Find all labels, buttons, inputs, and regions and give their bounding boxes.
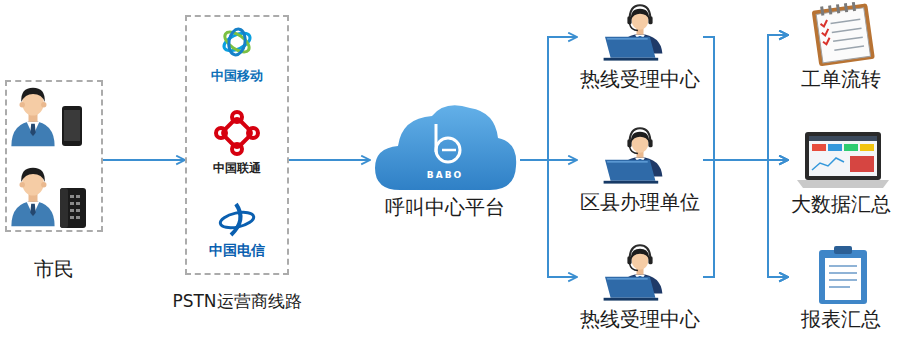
node-label: 报表汇总 xyxy=(801,307,881,331)
node-label: BABO xyxy=(427,170,463,181)
flow-arrow xyxy=(703,35,788,277)
carrier-name: 中国电信 xyxy=(209,242,265,259)
agent-figure xyxy=(604,245,663,300)
node-label: 热线受理中心 xyxy=(580,67,700,91)
node-label: 市民 xyxy=(34,257,74,281)
laptop-icon xyxy=(797,132,889,188)
group-box: 市民 xyxy=(5,80,103,232)
cloud-platform xyxy=(375,105,516,190)
report-icon xyxy=(819,246,867,304)
flow-arrow xyxy=(703,37,788,277)
flow-arrow xyxy=(103,159,185,161)
flow-arrow xyxy=(703,37,788,160)
process-node: BABO 呼叫中心平台 xyxy=(370,105,520,225)
flow-arrow xyxy=(289,159,370,161)
process-node: 热线受理中心 xyxy=(577,5,703,93)
process-node: 工单流转 xyxy=(788,3,894,91)
carrier-name: 中国移动 xyxy=(211,68,263,84)
notepad-icon xyxy=(811,0,875,66)
agent-figure xyxy=(604,128,663,183)
flow-arrow xyxy=(520,160,577,277)
node-label: 呼叫中心平台 xyxy=(385,195,505,219)
node-label: 热线受理中心 xyxy=(580,307,700,331)
process-node: 报表汇总 xyxy=(788,245,894,333)
node-label: PSTN运营商线路 xyxy=(172,291,301,311)
process-node: 大数据汇总 xyxy=(788,128,894,216)
flow-arrow xyxy=(703,35,788,160)
group-box: PSTN运营商线路 xyxy=(185,15,289,275)
flow-arrow xyxy=(703,160,788,277)
citizen-figure xyxy=(11,88,82,147)
flow-arrow xyxy=(520,37,577,160)
node-label: 大数据汇总 xyxy=(791,192,891,216)
process-node: 热线受理中心 xyxy=(577,245,703,333)
mobile-logo xyxy=(221,28,252,56)
flow-arrow xyxy=(703,160,788,277)
unicom-logo xyxy=(216,112,258,154)
node-label: 工单流转 xyxy=(801,67,881,91)
flow-arrow xyxy=(703,35,788,160)
process-node: 区县办理单位 xyxy=(577,128,703,216)
agent-figure xyxy=(604,5,663,60)
flow-arrow xyxy=(703,160,788,277)
citizen-figure xyxy=(11,168,86,228)
carrier-name: 中国联通 xyxy=(213,161,261,175)
telecom-logo xyxy=(219,204,255,235)
node-label: 区县办理单位 xyxy=(580,190,700,214)
